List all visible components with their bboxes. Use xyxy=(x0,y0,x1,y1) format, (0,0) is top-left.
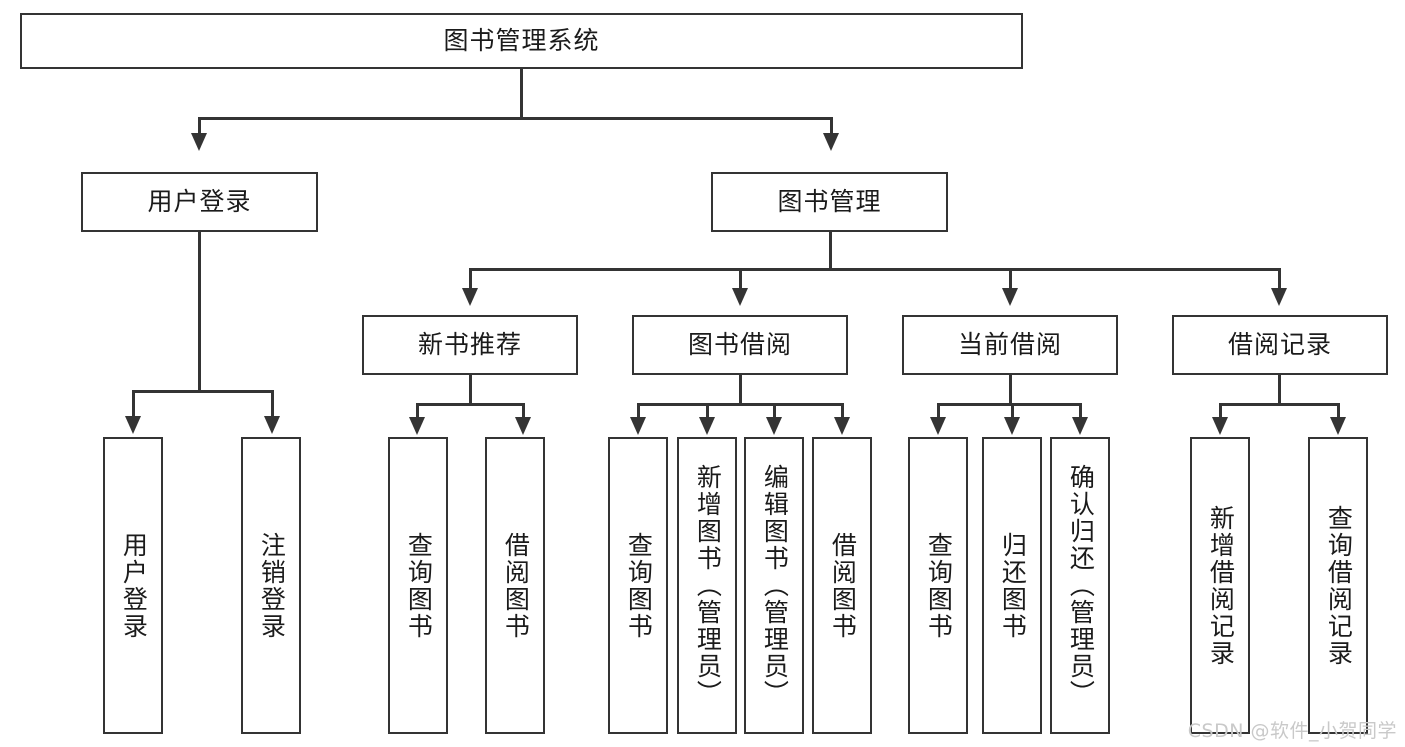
leaf-return-book[interactable]: 归还图书 xyxy=(982,437,1042,734)
arrowhead-to-book-borrow xyxy=(732,288,748,306)
connector-bm-drop-4 xyxy=(1278,268,1281,290)
node-label: 编辑图书（管理员） xyxy=(760,464,790,707)
arrowhead-leaf-user-login xyxy=(125,416,141,434)
connector-nbr-drop-1 xyxy=(416,403,419,419)
leaf-query-book-1[interactable]: 查询图书 xyxy=(388,437,448,734)
arrowhead-leaf-query-book-2 xyxy=(630,417,646,435)
arrowhead-to-new-book-recommend xyxy=(462,288,478,306)
node-label: 新增图书（管理员） xyxy=(693,464,723,707)
arrowhead-to-current-borrow xyxy=(1002,288,1018,306)
connector-bb-drop-2 xyxy=(706,403,709,419)
connector-cb-drop-1 xyxy=(937,403,940,419)
node-label: 当前借阅 xyxy=(957,330,1062,360)
connector-user-login-bus xyxy=(132,390,273,393)
node-label: 查询借阅记录 xyxy=(1324,504,1354,667)
csdn-watermark: CSDN @软件_小贺同学 xyxy=(1187,720,1397,742)
leaf-add-book-admin[interactable]: 新增图书（管理员） xyxy=(677,437,737,734)
connector-book-management-bus xyxy=(469,268,1281,271)
leaf-borrow-book-2[interactable]: 借阅图书 xyxy=(812,437,872,734)
node-book-borrow[interactable]: 图书借阅 xyxy=(632,315,848,375)
node-label: 查询图书 xyxy=(924,531,954,640)
node-label: 查询图书 xyxy=(624,531,654,640)
node-label: 确认归还（管理员） xyxy=(1066,464,1096,707)
connector-root-stem xyxy=(520,69,523,119)
arrowhead-leaf-edit-book-admin xyxy=(766,417,782,435)
connector-bm-drop-1 xyxy=(469,268,472,290)
connector-cb-bus xyxy=(937,403,1081,406)
connector-nbr-stem xyxy=(469,375,472,405)
connector-br-drop-2 xyxy=(1337,403,1340,419)
node-book-management[interactable]: 图书管理 xyxy=(711,172,948,232)
arrowhead-leaf-confirm-return-admin xyxy=(1072,417,1088,435)
node-label: 图书管理系统 xyxy=(443,26,600,56)
leaf-query-borrow-record[interactable]: 查询借阅记录 xyxy=(1308,437,1368,734)
connector-cb-drop-3 xyxy=(1079,403,1082,419)
node-label: 注销登录 xyxy=(257,531,287,640)
arrowhead-to-book-management xyxy=(823,133,839,151)
arrowhead-to-borrow-record xyxy=(1271,288,1287,306)
arrowhead-leaf-add-book-admin xyxy=(699,417,715,435)
leaf-query-book-2[interactable]: 查询图书 xyxy=(608,437,668,734)
node-label: 图书借阅 xyxy=(687,330,792,360)
leaf-user-login[interactable]: 用户登录 xyxy=(103,437,163,734)
leaf-borrow-book-1[interactable]: 借阅图书 xyxy=(485,437,545,734)
connector-bb-stem xyxy=(739,375,742,405)
arrowhead-leaf-query-borrow-record xyxy=(1330,417,1346,435)
connector-bm-drop-3 xyxy=(1009,268,1012,290)
connector-br-drop-1 xyxy=(1219,403,1222,419)
arrowhead-leaf-logout-login xyxy=(264,416,280,434)
node-user-login[interactable]: 用户登录 xyxy=(81,172,318,232)
node-label: 查询图书 xyxy=(404,531,434,640)
node-borrow-record[interactable]: 借阅记录 xyxy=(1172,315,1388,375)
connector-cb-stem xyxy=(1009,375,1012,405)
connector-br-stem xyxy=(1278,375,1281,405)
connector-bb-drop-1 xyxy=(637,403,640,419)
connector-root-bus xyxy=(198,117,832,120)
connector-bb-bus xyxy=(637,403,843,406)
connector-br-bus xyxy=(1219,403,1339,406)
arrowhead-to-user-login xyxy=(191,133,207,151)
leaf-query-book-3[interactable]: 查询图书 xyxy=(908,437,968,734)
arrowhead-leaf-return-book xyxy=(1004,417,1020,435)
connector-root-drop-left xyxy=(198,117,201,135)
arrowhead-leaf-add-borrow-record xyxy=(1212,417,1228,435)
node-label: 新增借阅记录 xyxy=(1206,504,1236,667)
connector-root-drop-right xyxy=(830,117,833,135)
connector-cb-drop-2 xyxy=(1011,403,1014,419)
node-label: 用户登录 xyxy=(119,531,149,640)
node-label: 借阅图书 xyxy=(501,531,531,640)
connector-bb-drop-3 xyxy=(773,403,776,419)
connector-bm-drop-2 xyxy=(739,268,742,290)
arrowhead-leaf-query-book-1 xyxy=(409,417,425,435)
node-label: 借阅图书 xyxy=(828,531,858,640)
arrowhead-leaf-borrow-book-1 xyxy=(515,417,531,435)
node-new-book-recommend[interactable]: 新书推荐 xyxy=(362,315,578,375)
leaf-edit-book-admin[interactable]: 编辑图书（管理员） xyxy=(744,437,804,734)
connector-user-login-drop-2 xyxy=(271,390,274,418)
connector-nbr-bus xyxy=(416,403,524,406)
node-root-system[interactable]: 图书管理系统 xyxy=(20,13,1023,69)
connector-nbr-drop-2 xyxy=(522,403,525,419)
node-label: 用户登录 xyxy=(147,187,252,217)
node-label: 图书管理 xyxy=(777,187,882,217)
leaf-logout-login[interactable]: 注销登录 xyxy=(241,437,301,734)
node-label: 新书推荐 xyxy=(417,330,522,360)
connector-book-management-stem xyxy=(829,232,832,270)
leaf-add-borrow-record[interactable]: 新增借阅记录 xyxy=(1190,437,1250,734)
node-current-borrow[interactable]: 当前借阅 xyxy=(902,315,1118,375)
arrowhead-leaf-query-book-3 xyxy=(930,417,946,435)
connector-user-login-stem xyxy=(198,232,201,392)
node-label: 借阅记录 xyxy=(1227,330,1332,360)
arrowhead-leaf-borrow-book-2 xyxy=(834,417,850,435)
connector-bb-drop-4 xyxy=(841,403,844,419)
connector-user-login-drop-1 xyxy=(132,390,135,418)
node-label: 归还图书 xyxy=(998,531,1028,640)
leaf-confirm-return-admin[interactable]: 确认归还（管理员） xyxy=(1050,437,1110,734)
